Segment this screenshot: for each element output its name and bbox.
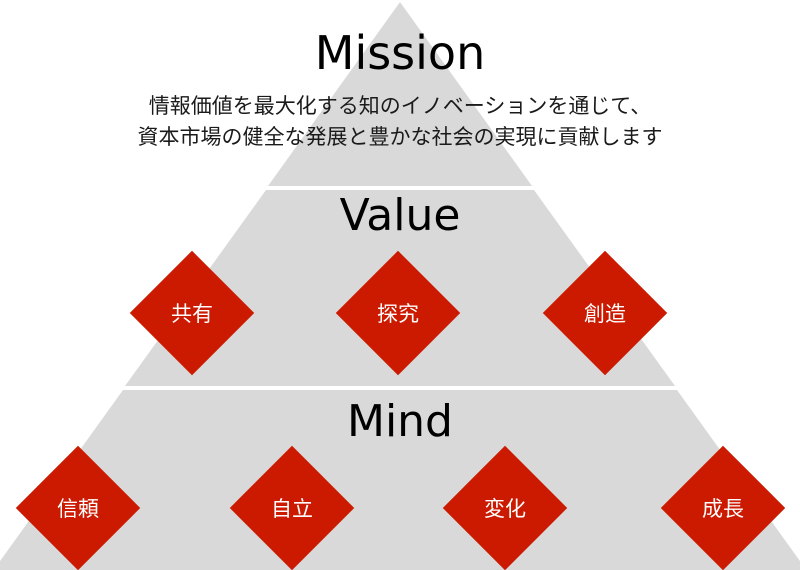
- value-label-1: 共有: [171, 302, 213, 326]
- mind-diamond-1: 信頼: [15, 445, 141, 570]
- value-title: Value: [339, 190, 461, 241]
- value-label-3: 創造: [584, 302, 626, 326]
- mission-statement-line-1: 情報価値を最大化する知のイノベーションを通じて、: [148, 94, 652, 118]
- value-diamond-2: 探究: [335, 250, 461, 376]
- mind-label-2: 自立: [271, 497, 313, 521]
- value-diamond-1: 共有: [129, 250, 255, 376]
- mind-label-3: 変化: [484, 497, 526, 521]
- pyramid-tier-mind: [0, 390, 800, 570]
- mind-title: Mind: [346, 396, 453, 447]
- mind-label-4: 成長: [702, 497, 744, 521]
- mind-label-1: 信頼: [57, 497, 99, 521]
- mind-diamond-2: 自立: [229, 445, 355, 570]
- mind-diamond-4: 成長: [660, 445, 786, 570]
- value-label-2: 探究: [377, 302, 419, 326]
- pyramid-tier-mission: [268, 2, 532, 186]
- mission-statement-line-2: 資本市場の健全な発展と豊かな社会の実現に貢献します: [137, 125, 663, 149]
- mission-title: Mission: [314, 26, 486, 80]
- mind-diamond-3: 変化: [442, 445, 568, 570]
- value-diamond-3: 創造: [542, 250, 668, 376]
